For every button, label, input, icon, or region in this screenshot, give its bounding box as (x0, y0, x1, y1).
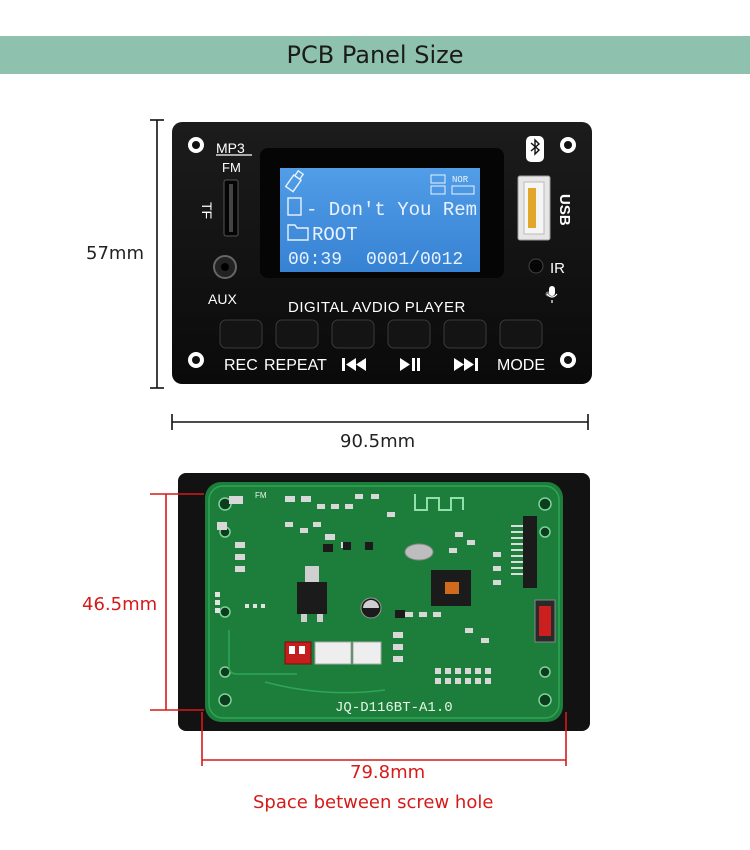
usb-label: USB (556, 194, 573, 226)
front-panel: MP3 FM TF AUX NOR (172, 122, 592, 384)
mounting-hole-icon (218, 497, 552, 707)
pcb-board: FM (205, 482, 563, 722)
brand-text: DIGITAL AVDIO PLAYER (288, 299, 466, 316)
screw-hole-icon (560, 137, 576, 153)
antenna-trace (414, 494, 464, 511)
fm-label: FM (222, 160, 241, 175)
lcd-track-name: - Don't You Rem (306, 199, 477, 221)
back-width-label: 79.8mm (350, 762, 426, 783)
power-connector (284, 641, 312, 665)
regulator-chip (297, 582, 327, 614)
front-panel-graphic: MP3 FM TF AUX NOR (188, 136, 576, 374)
button-previous[interactable] (331, 319, 375, 349)
previous-icon (342, 358, 366, 371)
lcd-eq-icon (451, 185, 475, 195)
play-pause-icon (400, 358, 420, 371)
aux-label: AUX (208, 291, 237, 307)
aux-connector (352, 641, 382, 665)
rec-label: REC (224, 357, 258, 374)
button-repeat[interactable] (275, 319, 319, 349)
screw-hole-icon (560, 352, 576, 368)
lcd-battery-icon (430, 185, 446, 195)
repeat-label: REPEAT (264, 357, 327, 374)
lcd-nor: NOR (452, 175, 469, 185)
ir-receiver-icon (528, 258, 544, 274)
header-bar (0, 36, 750, 74)
speaker-connector (314, 641, 352, 665)
lcd-track-count: 0001/0012 (366, 250, 463, 270)
next-icon (454, 358, 478, 371)
front-dimension-lines (150, 119, 589, 430)
ir-label: IR (550, 260, 565, 277)
lcd-lock-icon (430, 174, 446, 184)
screw-hole-icon (188, 137, 204, 153)
usb-stick-icon (284, 169, 305, 193)
back-height-label: 46.5mm (82, 594, 158, 615)
mic-icon (546, 286, 558, 303)
front-height-label: 57mm (86, 243, 144, 264)
file-icon (287, 197, 302, 216)
lcd-time: 00:39 (288, 250, 342, 270)
back-note-label: Space between screw hole (253, 792, 494, 813)
mp3-label: MP3 (216, 140, 245, 156)
front-width-label: 90.5mm (340, 431, 416, 452)
screw-hole-icon (188, 352, 204, 368)
lcd-folder: ROOT (312, 224, 358, 246)
button-rec[interactable] (219, 319, 263, 349)
tf-label: TF (199, 202, 215, 219)
button-next[interactable] (443, 319, 487, 349)
fm-silk: FM (255, 491, 267, 500)
button-mode[interactable] (499, 319, 543, 349)
model-silk: JQ-D116BT-A1.0 (335, 700, 453, 716)
pcb-graphic: FM (208, 485, 560, 719)
page-title: PCB Panel Size (286, 41, 464, 69)
folder-icon (287, 224, 309, 241)
button-play-pause[interactable] (387, 319, 431, 349)
mode-label: MODE (497, 357, 545, 374)
lcd-ribbon-connector (523, 516, 537, 588)
crystal-oscillator (404, 543, 434, 561)
